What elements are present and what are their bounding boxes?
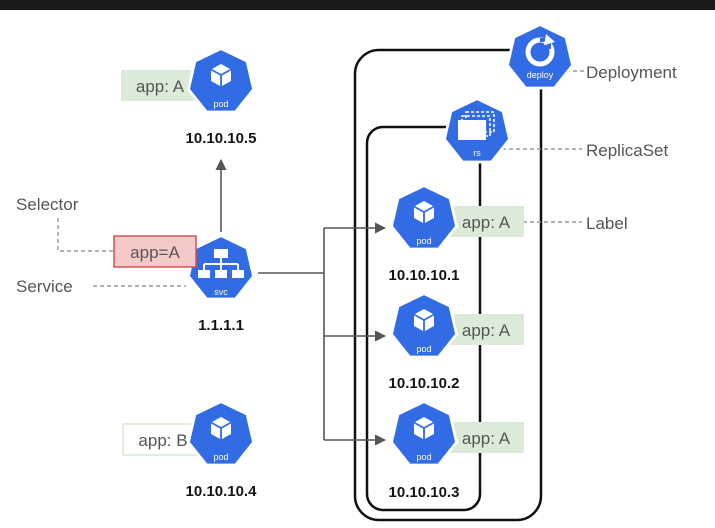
pod-ip: 10.10.10.5 (186, 130, 257, 147)
diagram-background (0, 10, 715, 528)
pod-icon-caption: pod (213, 99, 228, 109)
pod-label-tag (449, 422, 524, 453)
pod-bottom: app: B pod 10.10.10.4 (122, 400, 258, 500)
pod-icon: pod (390, 292, 458, 359)
service-ip: 1.1.1.1 (198, 317, 244, 334)
pod-icon: pod (187, 400, 255, 467)
service-selector: app=A (113, 235, 197, 268)
pod-icon-caption: pod (416, 452, 431, 462)
pod-label-tag (449, 206, 524, 237)
pod-label-tag (121, 70, 200, 101)
pod-icon: pod (390, 184, 458, 251)
pod-ip: 10.10.10.4 (186, 483, 258, 500)
pod-label-tag (449, 314, 524, 345)
selector-value: app=A (130, 243, 180, 262)
pod-label-text: app: A (462, 213, 511, 232)
deployment-frame (353, 48, 543, 522)
deploy-icon-caption: deploy (527, 70, 554, 80)
pod-rs-1: app: A pod 10.10.10.1 (389, 184, 524, 284)
pod-ip: 10.10.10.1 (389, 267, 460, 284)
service-icon: svc (187, 234, 255, 301)
pod-label-text: app: B (138, 431, 187, 450)
replicaset-icon: rs (443, 97, 511, 164)
pod-icon-caption: pod (416, 236, 431, 246)
replicaset-icon-caption: rs (473, 148, 481, 158)
pod-top: app: A pod 10.10.10.5 (121, 47, 257, 147)
selector-annotation: Selector (16, 195, 79, 214)
pod-ip: 10.10.10.2 (389, 375, 460, 392)
pod-icon-caption: pod (416, 344, 431, 354)
label-annotation: Label (586, 214, 628, 233)
pod-label-text: app: A (136, 77, 185, 96)
pod-rs-2: app: A pod 10.10.10.2 (389, 292, 524, 392)
pod-ip: 10.10.10.3 (389, 484, 460, 501)
deploy-icon: deploy (506, 23, 574, 90)
pod-label-text: app: A (462, 429, 511, 448)
selector-leader (57, 218, 114, 252)
pod-rs-3: app: A pod 10.10.10.3 (389, 400, 524, 501)
service-icon-caption: svc (214, 287, 228, 297)
replicaset-annotation: ReplicaSet (586, 141, 668, 160)
pod-icon-caption: pod (213, 452, 228, 462)
service-annotation: Service (16, 277, 73, 296)
deployment-annotation: Deployment (586, 63, 677, 82)
annotation-leaders (57, 70, 584, 287)
service-connectors (215, 158, 387, 446)
pod-icon: pod (390, 400, 458, 467)
pod-icon: pod (187, 47, 255, 114)
pod-label-text: app: A (462, 321, 511, 340)
